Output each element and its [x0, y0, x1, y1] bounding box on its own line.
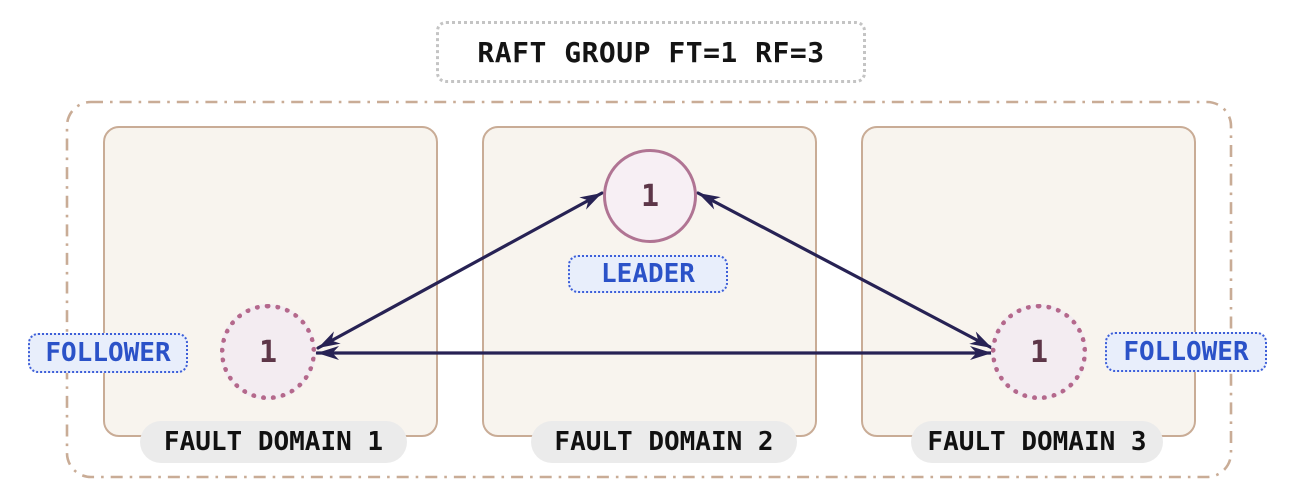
diagram-title: RAFT GROUP FT=1 RF=3 — [436, 21, 866, 83]
node-id: 1 — [640, 178, 660, 214]
arrow-leader-follower3 — [696, 191, 994, 350]
node-id: 1 — [258, 334, 278, 370]
raft-group-boundary — [65, 100, 1233, 479]
fault-domain-2-label: FAULT DOMAIN 2 — [531, 421, 797, 463]
follower-label-domain-1: FOLLOWER — [28, 333, 188, 373]
arrow-follower1-leader — [316, 191, 604, 350]
follower-label-domain-3: FOLLOWER — [1105, 332, 1267, 372]
fault-domain-1-label: FAULT DOMAIN 1 — [140, 421, 407, 463]
follower-node-domain-3: 1 — [991, 304, 1087, 400]
fault-domain-3-label: FAULT DOMAIN 3 — [911, 421, 1163, 463]
leader-node-domain-2: 1 — [603, 149, 697, 243]
node-id: 1 — [1029, 334, 1049, 370]
follower-node-domain-1: 1 — [220, 304, 316, 400]
leader-label-domain-2: LEADER — [568, 255, 728, 293]
